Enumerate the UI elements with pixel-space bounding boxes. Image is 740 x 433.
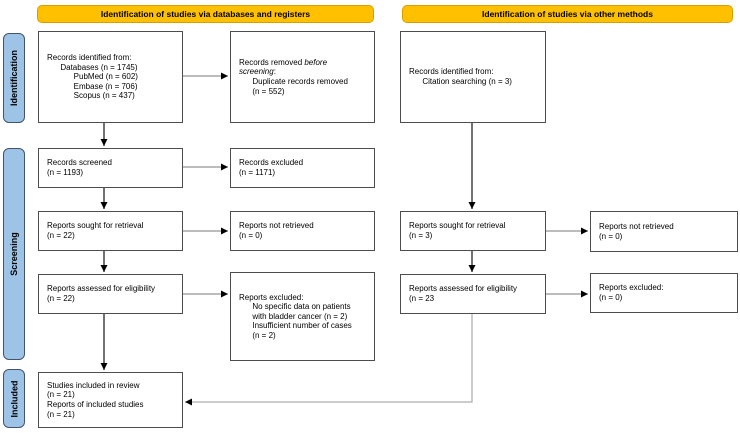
box-records-screened: Records screened (n = 1193)	[38, 148, 183, 188]
box-text: Records identified from: Databases (n = …	[47, 53, 138, 101]
box-records-excluded: Records excluded (n = 1171)	[230, 148, 375, 188]
box-other-reports-sought: Reports sought for retrieval (n = 3)	[400, 211, 546, 251]
stage-tab-identification: Identification	[3, 33, 25, 123]
box-reports-assessed: Reports assessed for eligibility (n = 22…	[38, 274, 183, 314]
box-text: Reports excluded: No specific data on pa…	[239, 292, 352, 340]
box-reports-sought: Reports sought for retrieval (n = 22)	[38, 211, 183, 251]
header-other-methods: Identification of studies via other meth…	[402, 5, 733, 23]
box-text: Records excluded (n = 1171)	[239, 158, 304, 177]
stage-tab-included: Included	[3, 369, 25, 428]
box-records-identified-other: Records identified from: Citation search…	[400, 31, 546, 123]
stage-label-identification: Identification	[9, 50, 19, 106]
box-other-reports-not-retrieved: Reports not retrieved (n = 0)	[590, 211, 738, 252]
box-text: Reports sought for retrieval (n = 22)	[47, 221, 144, 240]
box-other-reports-assessed: Reports assessed for eligibility (n = 23	[400, 274, 546, 314]
stage-label-included: Included	[9, 379, 20, 418]
box-text: Reports assessed for eligibility (n = 22…	[47, 284, 156, 303]
box-text: Reports excluded: (n = 0)	[599, 283, 664, 302]
box-text: Reports not retrieved (n = 0)	[599, 221, 674, 241]
stage-tab-screening: Screening	[3, 148, 25, 360]
box-reports-not-retrieved: Reports not retrieved (n = 0)	[230, 211, 375, 251]
box-text: Studies included in review (n = 21) Repo…	[47, 380, 144, 419]
stage-label-screening: Screening	[9, 232, 20, 276]
box-text: Reports sought for retrieval (n = 3)	[409, 221, 506, 240]
box-text: Reports not retrieved (n = 0)	[239, 221, 314, 240]
box-text: Reports assessed for eligibility (n = 23	[409, 284, 518, 303]
header-databases-registers: Identification of studies via databases …	[37, 5, 374, 23]
box-text: Records identified from: Citation search…	[409, 67, 512, 86]
box-records-removed-before-screening: Records removed before screening: Duplic…	[230, 31, 375, 123]
box-text: Records removed before screening: Duplic…	[239, 57, 348, 96]
box-studies-included: Studies included in review (n = 21) Repo…	[38, 372, 183, 428]
box-records-identified-databases: Records identified from: Databases (n = …	[38, 31, 183, 123]
box-other-reports-excluded: Reports excluded: (n = 0)	[590, 273, 738, 313]
box-reports-excluded-reasons: Reports excluded: No specific data on pa…	[230, 272, 375, 361]
box-text: Records screened (n = 1193)	[47, 158, 112, 177]
